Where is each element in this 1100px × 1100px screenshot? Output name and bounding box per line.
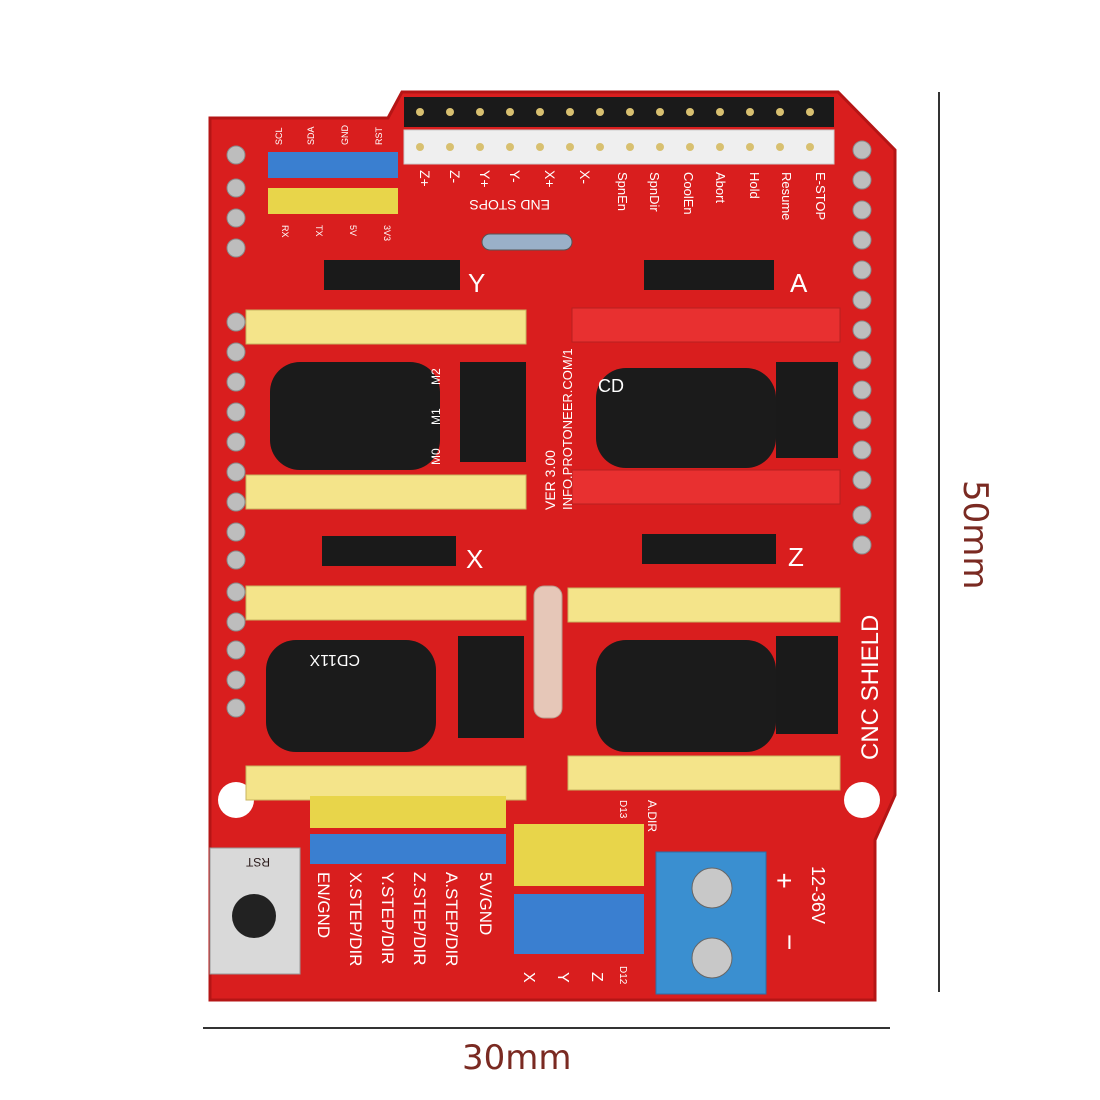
clone-yellow-header: [514, 824, 644, 886]
capacitor-label-cd: CD: [598, 376, 624, 396]
reset-button-base: [209, 847, 301, 975]
right-edge-pads: [852, 140, 872, 555]
serial-pin-rst: RST: [374, 126, 384, 145]
terminal-screw-top: [691, 867, 733, 909]
width-dimension-line: [203, 1027, 890, 1029]
bottom-pin-y-step-dir: Y.STEP/DIR: [378, 872, 397, 964]
power-pin-tx: TX: [314, 225, 324, 237]
bottom-pin-en-gnd: EN/GND: [314, 872, 333, 938]
left-edge-pads: [226, 145, 246, 718]
y-microstep-jumpers: [460, 362, 526, 462]
top-header-pins: [416, 108, 814, 151]
control-pin-coolen: CoolEn: [681, 172, 696, 215]
capacitor-label-cd11x: CD11X: [309, 651, 360, 668]
clone-pin-x: X: [520, 972, 537, 983]
control-pin-spnen: SpnEn: [615, 172, 630, 211]
clone-blue-header: [514, 894, 644, 954]
clone-pin-y: Y: [554, 972, 571, 983]
bottom-pin-z-step-dir: Z.STEP/DIR: [410, 872, 429, 966]
top-pin-z-plus: Z+: [417, 170, 433, 187]
website-label: INFO.PROTONEER.COM/1: [560, 348, 575, 510]
serial-header-blue: [268, 152, 398, 178]
clone-pin-a-dir: A.DIR: [645, 800, 659, 832]
power-header-yellow: [268, 188, 398, 214]
y-driver-socket-bottom: [245, 474, 527, 510]
control-pin-resume: Resume: [779, 172, 794, 220]
y-capacitor: [270, 362, 440, 470]
axis-label-y: Y: [468, 268, 485, 298]
z-axis-jumper-header: [642, 534, 776, 564]
top-pin-z-minus: Z-: [447, 170, 463, 184]
reset-label: RST: [245, 855, 270, 869]
clone-pin-z: Z: [588, 972, 605, 982]
z-microstep-jumpers: [776, 636, 838, 734]
power-plus-label: +: [776, 865, 792, 896]
axis-label-a: A: [790, 268, 808, 298]
top-header-white: [403, 129, 835, 165]
x-capacitor: [266, 640, 436, 752]
axis-label-x: X: [466, 544, 483, 574]
z-capacitor: [596, 640, 776, 752]
serial-pin-gnd: GND: [340, 125, 350, 146]
top-pin-x-minus: X-: [577, 170, 593, 184]
x-axis-jumper-header: [322, 536, 456, 566]
control-pin-spndir: SpnDir: [647, 172, 662, 212]
serial-pin-scl: SCL: [274, 127, 284, 145]
bottom-blue-header: [310, 834, 506, 864]
control-pin-abort: Abort: [713, 172, 728, 203]
power-pin-5v: 5V: [348, 225, 358, 236]
end-stops-label: END STOPS: [469, 197, 550, 213]
reset-button-cap: [232, 894, 276, 938]
mounting-hole: [844, 782, 880, 818]
clone-pin-d12: D12: [617, 966, 628, 985]
axis-label-z: Z: [788, 542, 804, 572]
mounting-hole: [218, 782, 254, 818]
resistor: [481, 233, 573, 251]
serial-pin-sda: SDA: [306, 126, 316, 145]
a-capacitor: [596, 368, 776, 468]
a-axis-jumper-header: [644, 260, 774, 290]
a-driver-socket-bottom: [571, 469, 841, 505]
z-driver-socket-bottom: [567, 755, 841, 791]
a-microstep-jumpers: [776, 362, 838, 458]
bottom-yellow-header: [310, 796, 506, 828]
width-dimension-label: 30mm: [462, 1038, 572, 1078]
power-pin-rx: RX: [280, 225, 290, 238]
x-driver-socket-top: [245, 585, 527, 621]
top-pin-y-plus: Y+: [477, 170, 493, 188]
bottom-pin-x-step-dir: X.STEP/DIR: [346, 872, 365, 966]
top-header-black: [404, 97, 834, 127]
power-pin-3v3: 3V3: [382, 225, 392, 241]
power-minus-label: −: [774, 934, 805, 950]
jumper-label-m0: M0: [429, 448, 443, 465]
version-label: VER 3.00: [542, 450, 558, 510]
board-name: CNC SHIELD: [857, 615, 884, 760]
y-driver-socket-top: [245, 309, 527, 345]
bottom-pin-a-step-dir: A.STEP/DIR: [442, 872, 461, 966]
terminal-screw-bottom: [691, 937, 733, 979]
control-pin-hold: Hold: [747, 172, 762, 199]
control-pin-estop: E-STOP: [813, 172, 828, 220]
fuse: [533, 585, 563, 719]
a-driver-socket-top: [571, 307, 841, 343]
height-dimension-line: [938, 92, 940, 992]
jumper-label-m2: M2: [429, 368, 443, 385]
bottom-pin-5v-gnd: 5V/GND: [476, 872, 495, 935]
jumper-label-m1: M1: [429, 408, 443, 425]
x-driver-socket-bottom: [245, 765, 527, 801]
z-driver-socket-top: [567, 587, 841, 623]
y-axis-jumper-header: [324, 260, 460, 290]
top-pin-y-minus: Y-: [507, 170, 523, 183]
clone-pin-d13: D13: [617, 800, 628, 819]
top-pin-x-plus: X+: [542, 170, 558, 188]
x-microstep-jumpers: [458, 636, 524, 738]
power-voltage-label: 12-36V: [808, 866, 828, 924]
